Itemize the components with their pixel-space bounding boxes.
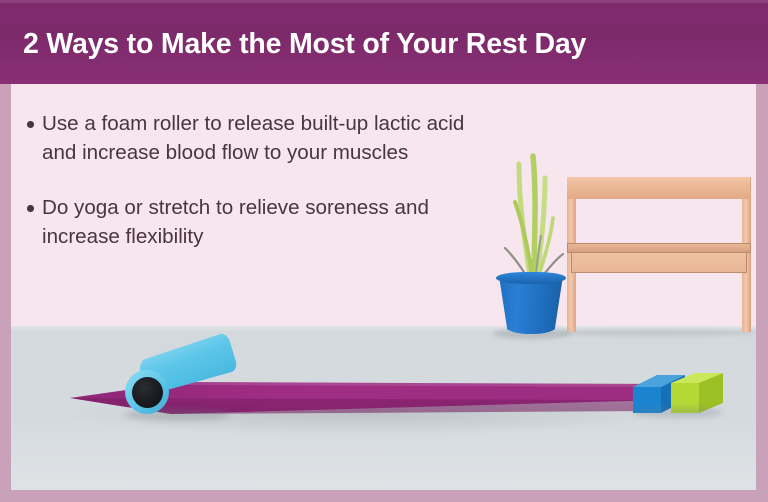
bench-back-rail: [567, 177, 750, 199]
list-item: Do yoga or stretch to relieve soreness a…: [17, 194, 472, 251]
bullet-dot-icon: [27, 121, 34, 128]
plant-pot-rim: [496, 272, 566, 284]
potted-snake-plant: [489, 144, 579, 339]
frame-border-right: [756, 84, 768, 502]
floor-highlight: [11, 326, 756, 332]
bullet-text: Use a foam roller to release built-up la…: [42, 112, 465, 164]
plant-leaves-icon: [503, 153, 565, 285]
page-title: 2 Ways to Make the Most of Your Rest Day: [23, 28, 587, 60]
wooden-bench: [556, 169, 756, 336]
plant-pot: [499, 276, 563, 334]
foam-roller-hole: [132, 377, 163, 408]
foam-roller: [121, 357, 239, 421]
bullet-dot-icon: [27, 205, 34, 212]
frame-border-left: [0, 84, 11, 502]
bullet-text: Do yoga or stretch to relieve soreness a…: [42, 196, 429, 248]
header-band: [0, 0, 768, 84]
bench-shadow: [561, 329, 756, 336]
wall-background: [11, 84, 756, 326]
bullet-list: Use a foam roller to release built-up la…: [17, 110, 472, 251]
list-item: Use a foam roller to release built-up la…: [17, 110, 472, 167]
bench-seat-front-slat: [571, 252, 747, 273]
yoga-blocks-shadow: [633, 407, 723, 418]
illustration-scene: Use a foam roller to release built-up la…: [11, 84, 756, 490]
yoga-block-green: [671, 373, 723, 413]
yoga-blocks: [631, 367, 727, 423]
frame-border-bottom: [0, 490, 768, 502]
